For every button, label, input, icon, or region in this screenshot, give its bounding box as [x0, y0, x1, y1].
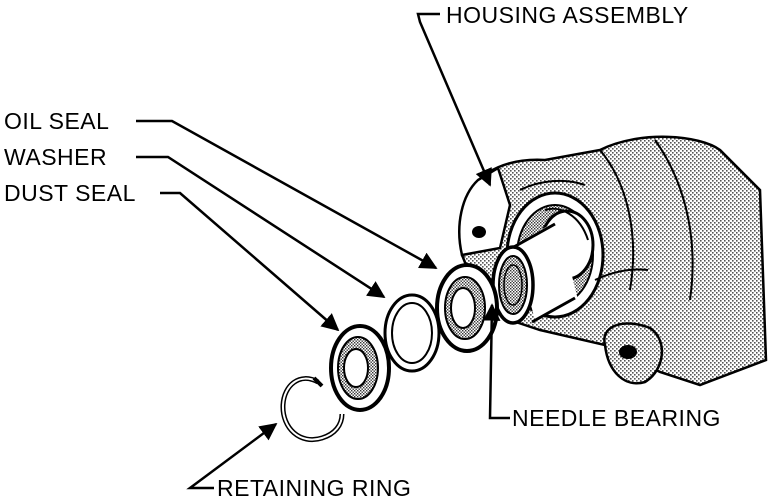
dust-seal [329, 324, 391, 412]
label-retaining-ring: RETAINING RING [217, 475, 412, 501]
washer [383, 293, 441, 373]
needle-bearing [491, 220, 578, 325]
oil-seal [435, 263, 499, 353]
retaining-ring [280, 376, 345, 442]
label-dust-seal: DUST SEAL [4, 180, 136, 206]
label-housing-assembly: HOUSING ASSEMBLY [446, 2, 689, 28]
label-oil-seal: OIL SEAL [4, 108, 110, 134]
label-needle-bearing: NEEDLE BEARING [512, 405, 721, 431]
leader-lines [136, 12, 510, 490]
label-washer: WASHER [4, 144, 108, 170]
